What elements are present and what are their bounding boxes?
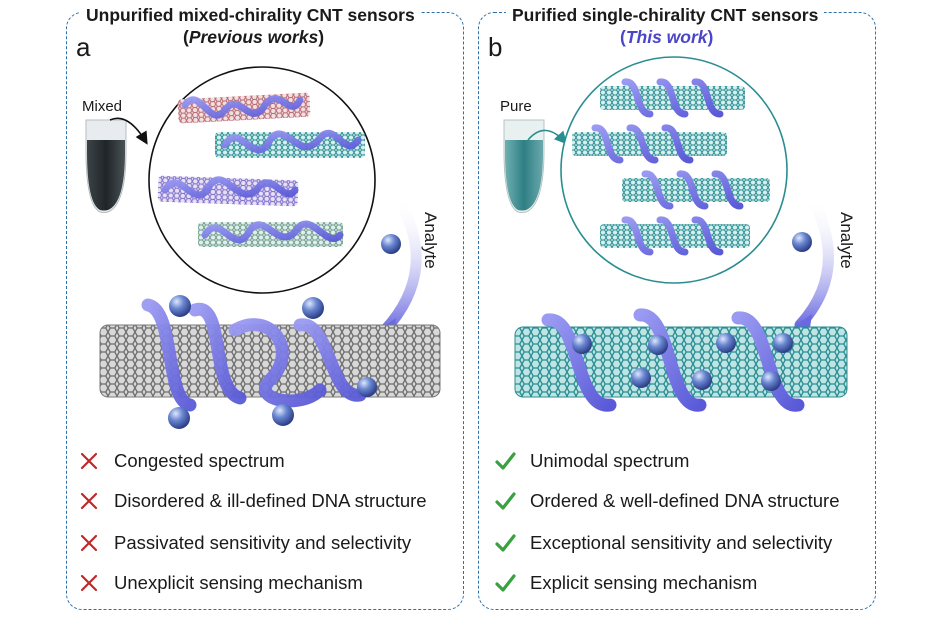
panel-b-subtitle-em: This work [625, 27, 708, 47]
panel-a-subtitle-em: Previous works [188, 27, 319, 47]
cross-icon [78, 490, 100, 512]
list-item: Exceptional sensitivity and selectivity [494, 530, 832, 556]
list-item: Unimodal spectrum [494, 448, 689, 474]
analyte-sphere-b [792, 232, 812, 252]
panel-a-title: Unpurified mixed-chirality CNT sensors [80, 4, 421, 26]
list-item: Congested spectrum [78, 448, 285, 474]
list-item: Disordered & ill-defined DNA structure [78, 488, 427, 514]
pure-label: Pure [500, 98, 532, 115]
list-item: Passivated sensitivity and selectivity [78, 530, 411, 556]
analyte-label-b: Analyte [837, 212, 856, 269]
analyte-label-a: Analyte [421, 212, 440, 269]
panel-b-letter: b [488, 32, 503, 62]
check-icon [494, 572, 516, 594]
list-item-text: Unexplicit sensing mechanism [114, 572, 363, 593]
panel-b-subtitle: (This work) [620, 27, 714, 47]
pure-arrow [527, 129, 568, 145]
mixed-arrow [109, 117, 148, 145]
cross-icon [78, 532, 100, 554]
analyte-sphere-a [381, 234, 401, 254]
cross-icon [78, 572, 100, 594]
list-item-text: Exceptional sensitivity and selectivity [530, 532, 833, 553]
list-item-text: Congested spectrum [114, 450, 285, 471]
check-icon [494, 450, 516, 472]
mixed-vial-icon [85, 119, 127, 213]
list-item: Unexplicit sensing mechanism [78, 570, 363, 596]
list-item-text: Explicit sensing mechanism [530, 572, 758, 593]
list-item-text: Passivated sensitivity and selectivity [114, 532, 412, 553]
panel-a-letter: a [76, 32, 91, 62]
pure-vial-icon [503, 119, 545, 213]
list-item: Ordered & well-defined DNA structure [494, 488, 840, 514]
panel-b-title: Purified single-chirality CNT sensors [506, 4, 825, 26]
list-item: Explicit sensing mechanism [494, 570, 757, 596]
panel-a-subtitle: (Previous works) [183, 27, 325, 47]
mixed-label: Mixed [82, 98, 123, 115]
cross-icon [78, 450, 100, 472]
check-icon [494, 490, 516, 512]
check-icon [494, 532, 516, 554]
list-item-text: Unimodal spectrum [530, 450, 690, 471]
list-item-text: Ordered & well-defined DNA structure [530, 490, 840, 511]
list-item-text: Disordered & ill-defined DNA structure [114, 490, 427, 511]
